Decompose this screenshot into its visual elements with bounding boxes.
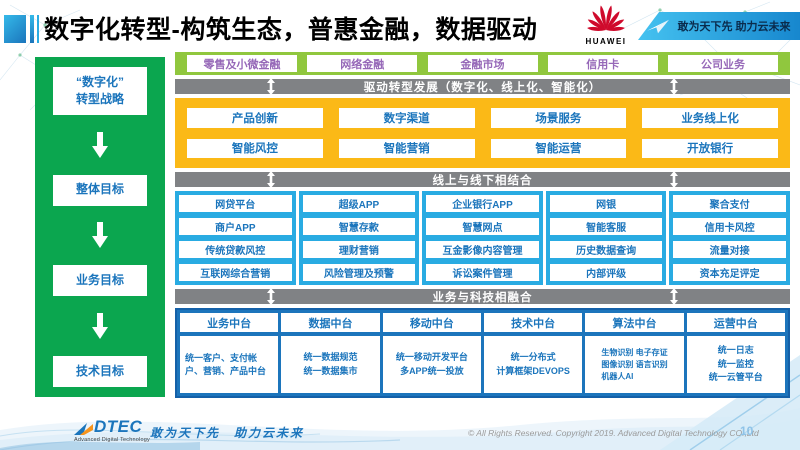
middle-platform-column: 运营中台 统一日志 统一监控 统一云管平台 [686,313,785,393]
middle-platform-title: 算法中台 [585,313,684,332]
platform-box: 聚合支付 [673,195,786,212]
drive-transform-label: 驱动转型发展（数字化、线上化、智能化） [363,81,602,94]
up-down-arrow-icon [670,288,679,305]
capability-box: 智能营销 [338,138,475,158]
tech-fusion-bar: 业务与科技相融合 [175,288,790,305]
footer-slogan: 敢为天下先 助力云未来 [150,426,305,440]
dtec-wordmark: DTEC [94,417,143,436]
capability-section: 产品创新 数字渠道 场景服务 业务线上化 智能风控 智能营销 智能运营 开放银行 [175,98,790,168]
platform-box: 诉讼案件管理 [426,264,539,281]
copyright-text: © All Rights Reserved. Copyright 2019. A… [468,428,759,438]
slogan-banner: 敢为天下先 助力云未来 [638,12,800,40]
sidebar-item-business-goal: 业务目标 [53,265,147,297]
middle-platform-title: 技术中台 [483,313,583,332]
title-accent-marker [4,15,40,43]
dtec-arrow-icon [74,423,93,435]
platform-box: 网贷平台 [179,195,292,212]
page-title: 数字化转型-构筑生态，普惠金融，数据驱动 [44,16,538,44]
sidebar-item-strategy: “数字化” 转型战略 [53,67,147,115]
up-down-arrow-icon [267,171,276,188]
sidebar-item-tech-goal: 技术目标 [53,355,147,387]
capability-box: 开放银行 [642,138,778,158]
platform-column: 企业银行APP 智慧网点 互金影像内容管理 诉讼案件管理 [422,191,543,285]
capability-box: 数字渠道 [338,108,475,128]
middle-platform-title: 移动中台 [382,313,481,332]
business-line-box: 网络金融 [307,55,418,72]
middle-platform-detail: 统一数据规范 统一数据集市 [281,336,380,393]
paper-plane-icon [647,19,670,33]
page-number: 10 [740,424,754,438]
platform-box: 资本充足评定 [673,264,786,281]
capability-box: 智能运营 [490,138,627,158]
middle-platform-title: 业务中台 [180,313,279,332]
capability-box: 智能风控 [187,138,323,158]
platform-box: 流量对接 [673,241,786,258]
middle-platform-detail: 统一移动开发平台 多APP统一投放 [382,336,481,393]
huawei-wordmark: HUAWEI [585,37,627,46]
platform-box: 互联网综合营销 [179,264,292,281]
middle-platform-detail: 统一客户、支付帐户、营销、产品中台 [180,336,279,393]
middle-platform-title: 运营中台 [686,313,785,332]
platform-box: 理财营销 [302,241,416,258]
capability-box: 场景服务 [490,108,627,128]
capability-box: 业务线上化 [642,108,778,128]
platform-box: 企业银行APP [426,195,539,212]
huawei-logo: HUAWEI [576,3,636,46]
up-down-arrow-icon [670,171,679,188]
capability-box: 产品创新 [187,108,323,128]
business-lines-row: 零售及小微金融 网络金融 金融市场 信用卡 公司业务 [175,52,790,75]
banner-slogan-text: 敢为天下先 助力云未来 [677,21,791,33]
platform-box: 智慧存款 [302,218,416,235]
platform-box: 信用卡风控 [673,218,786,235]
sidebar-item-overall-goal: 整体目标 [53,174,147,206]
platform-column: 网贷平台 商户APP 传统贷款风控 互联网综合营销 [175,191,296,285]
middle-platform-column: 技术中台 统一分布式 计算框架DEVOPS [483,313,583,393]
down-arrow-icon [92,131,108,158]
platform-box: 智慧网点 [426,218,539,235]
middle-platform-detail: 统一分布式 计算框架DEVOPS [483,336,583,393]
platform-box: 内部评级 [549,264,663,281]
down-arrow-icon [92,222,108,249]
platform-box: 传统贷款风控 [179,241,292,258]
middle-platform-title: 数据中台 [281,313,380,332]
up-down-arrow-icon [267,78,276,95]
middle-platform-section: 业务中台 统一客户、支付帐户、营销、产品中台 数据中台 统一数据规范 统一数据集… [175,308,790,398]
platform-column: 超级APP 智慧存款 理财营销 风险管理及预警 [298,191,420,285]
platform-section: 网贷平台 商户APP 传统贷款风控 互联网综合营销 超级APP 智慧存款 理财营… [175,191,790,285]
business-line-box: 信用卡 [547,55,658,72]
middle-platform-column: 数据中台 统一数据规范 统一数据集市 [281,313,380,393]
up-down-arrow-icon [670,78,679,95]
business-line-box: 金融市场 [427,55,538,72]
huawei-flower-icon [587,5,625,31]
platform-box: 历史数据查询 [549,241,663,258]
platform-box: 商户APP [179,218,292,235]
platform-box: 智能客服 [549,218,663,235]
strategy-sidebar: “数字化” 转型战略 整体目标 业务目标 技术目标 [35,57,165,397]
business-line-box: 公司业务 [668,55,778,72]
middle-platform-detail: 生物识别 电子存证 图像识别 语言识别 机器人AI [585,336,684,393]
up-down-arrow-icon [267,288,276,305]
online-offline-label: 线上与线下相结合 [432,174,533,187]
platform-box: 超级APP [302,195,416,212]
middle-platform-column: 移动中台 统一移动开发平台 多APP统一投放 [382,313,481,393]
platform-box: 网银 [549,195,663,212]
middle-platform-detail: 统一日志 统一监控 统一云管平台 [686,336,785,393]
middle-platform-column: 业务中台 统一客户、支付帐户、营销、产品中台 [180,313,279,393]
platform-column: 网银 智能客服 历史数据查询 内部评级 [545,191,667,285]
architecture-diagram: 零售及小微金融 网络金融 金融市场 信用卡 公司业务 驱动转型发展（数字化、线上… [175,52,790,398]
drive-transform-bar: 驱动转型发展（数字化、线上化、智能化） [175,78,790,95]
tech-fusion-label: 业务与科技相融合 [432,291,533,304]
platform-column: 聚合支付 信用卡风控 流量对接 资本充足评定 [669,191,790,285]
middle-platform-column: 算法中台 生物识别 电子存证 图像识别 语言识别 机器人AI [585,313,684,393]
platform-box: 互金影像内容管理 [426,241,539,258]
platform-box: 风险管理及预警 [302,264,416,281]
business-line-box: 零售及小微金融 [187,55,297,72]
online-offline-bar: 线上与线下相结合 [175,171,790,188]
down-arrow-icon [92,313,108,340]
